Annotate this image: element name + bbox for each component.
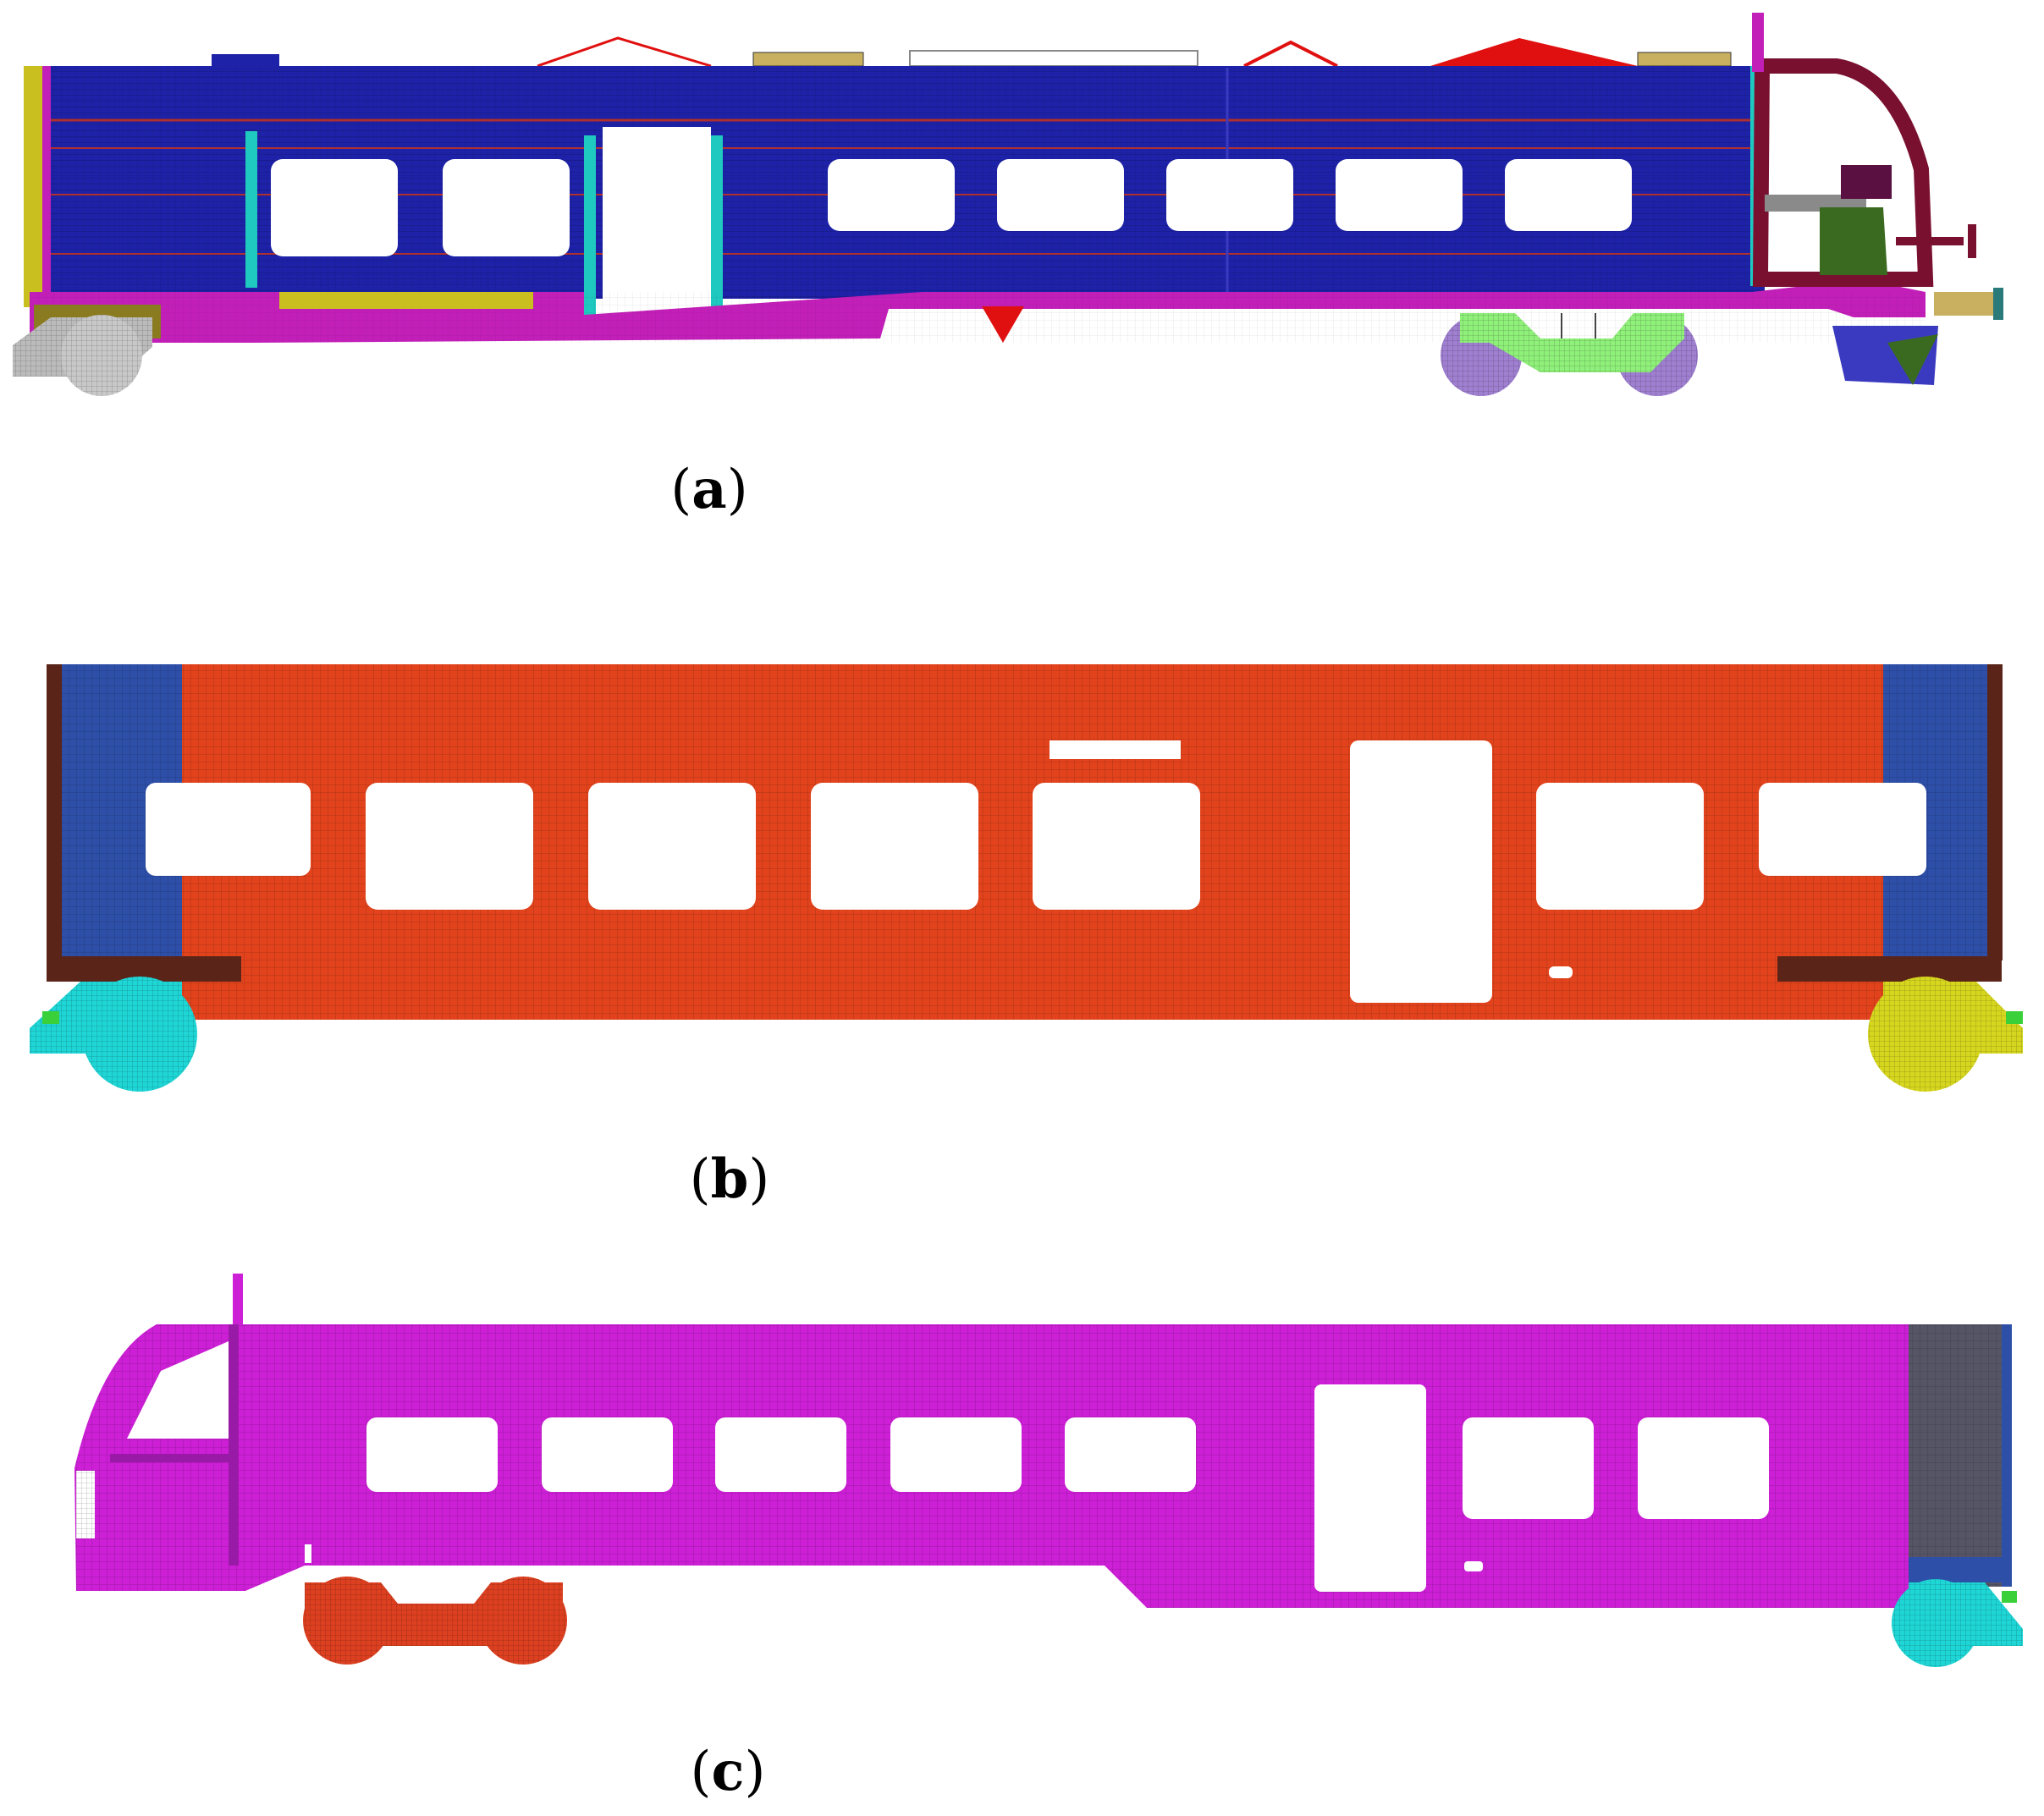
- panel-a-caption: (a): [670, 458, 747, 521]
- panel-c-front-bogie: [303, 1577, 567, 1665]
- panel-c-caption: (c): [691, 1740, 766, 1803]
- panel-b-windows: [146, 740, 1926, 978]
- panel-b-door: [1350, 740, 1492, 1003]
- panel-b-right-bogie: [1868, 977, 2023, 1092]
- panel-a-roof-equipment: [212, 17, 1764, 68]
- panel-c-door: [1314, 1384, 1426, 1592]
- panel-c-train-model: [74, 1274, 2023, 1667]
- panel-a-driver-cab: [1752, 13, 2003, 385]
- panel-a-windows: [271, 159, 1632, 256]
- panel-c-windows: [305, 1417, 1769, 1571]
- panel-c-cab-window: [127, 1341, 229, 1439]
- panel-a-train-model: [13, 13, 2003, 396]
- panel-b-train-model: [30, 664, 2023, 1092]
- panel-b-caption: (b): [690, 1147, 770, 1211]
- panel-a-front-bogie: [1441, 313, 1698, 396]
- panel-c-end-section: [1909, 1324, 2012, 1587]
- panel-c-rear-bogie: [1892, 1579, 2023, 1667]
- panel-b-left-bogie: [30, 977, 197, 1092]
- panel-a-rear-bogie: [13, 315, 152, 396]
